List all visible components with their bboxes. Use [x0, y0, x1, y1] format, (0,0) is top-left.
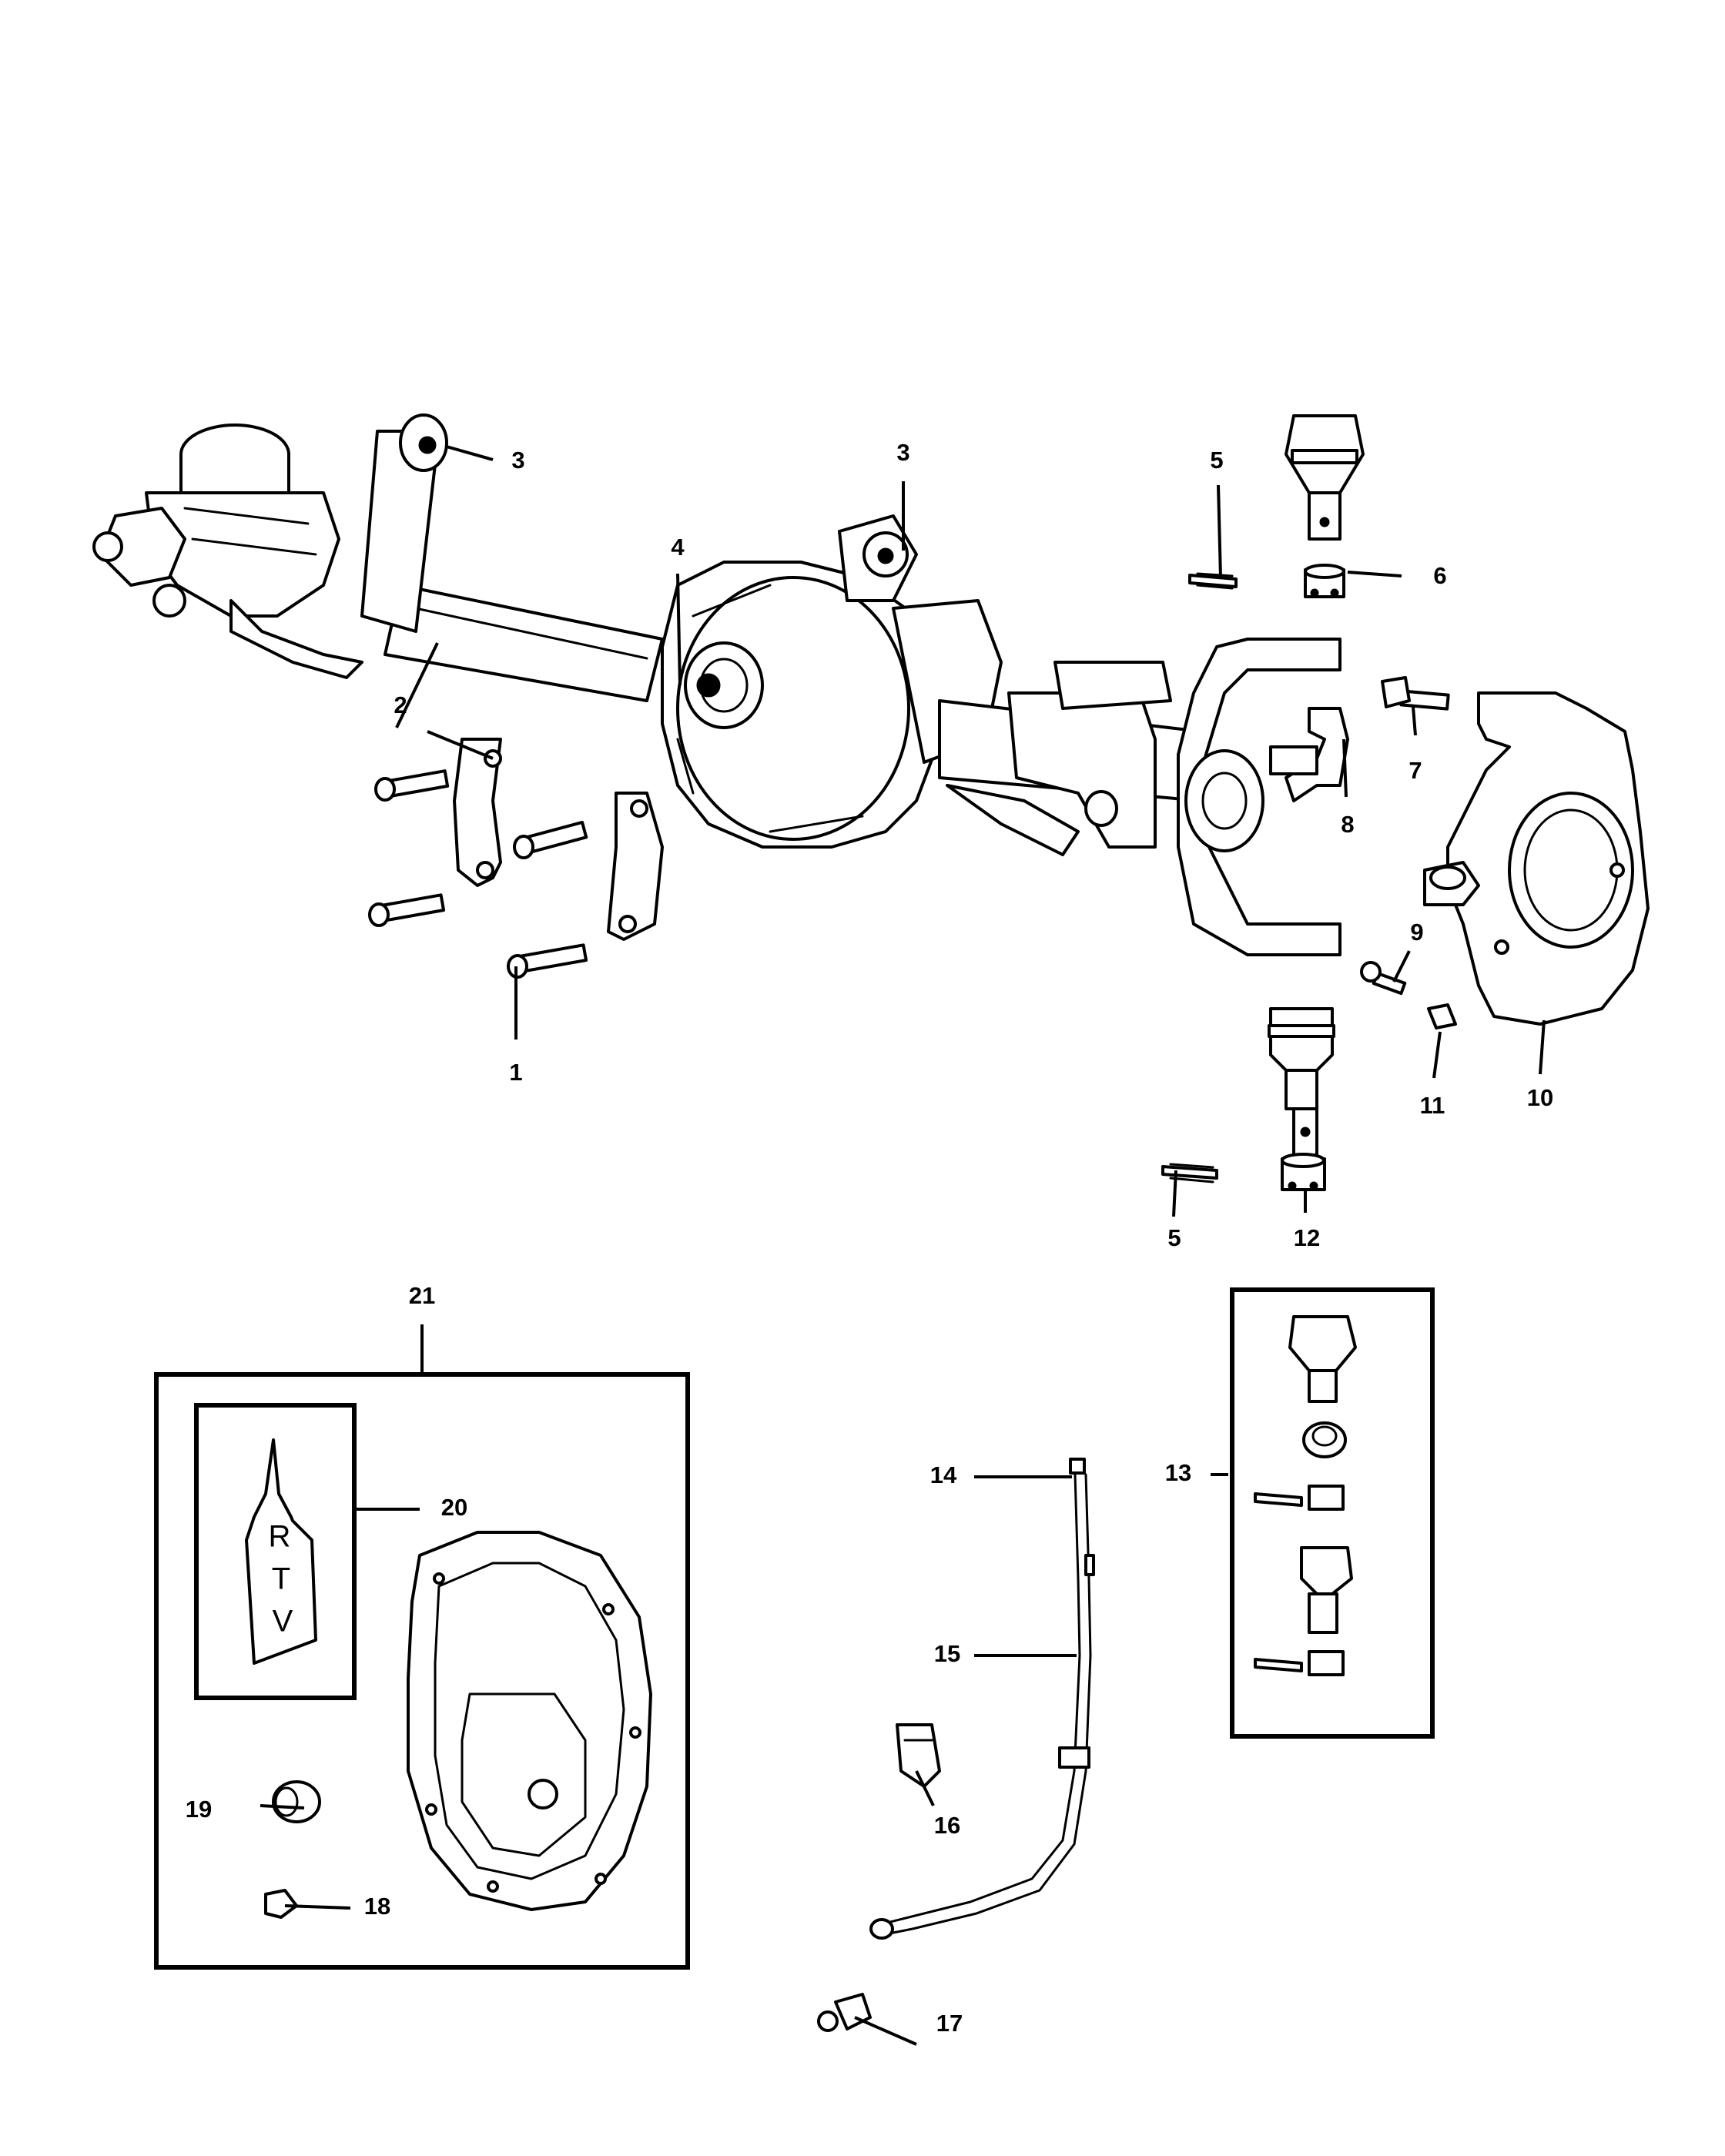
callout-numbers: 1 2 3 3 4 5 5 6 7 8 9 10 11 12 13 14 15 …: [186, 439, 1553, 2037]
small-bolt: [1360, 961, 1407, 996]
rtv-tube-label: R T V: [269, 1520, 293, 1639]
rtv-letter-v: V: [273, 1605, 293, 1639]
callout-14: 14: [930, 1461, 957, 1488]
diff-cover-kit-box: [154, 1372, 690, 1970]
axle-housing: [92, 413, 1341, 956]
lower-ball-joint: [1268, 1007, 1335, 1157]
castle-nut-lower: [1281, 1153, 1326, 1191]
callout-3-track-bar: 3: [511, 447, 524, 474]
cover-bolt: [264, 1889, 298, 1919]
callout-21: 21: [409, 1282, 435, 1309]
callout-5-lower: 5: [1167, 1224, 1181, 1251]
rtv-letter-r: R: [269, 1520, 291, 1554]
ball-joint-kit-box: [1230, 1287, 1435, 1739]
callout-13: 13: [1165, 1459, 1191, 1486]
bearing-cap-bolts: [368, 769, 588, 979]
bearing-caps: [453, 738, 664, 941]
callout-10: 10: [1527, 1084, 1553, 1111]
callout-16: 16: [934, 1812, 960, 1839]
callout-17: 17: [936, 2010, 963, 2037]
callout-9: 9: [1410, 919, 1423, 946]
knuckle-bolt: [1381, 676, 1450, 711]
fill-plug: [272, 1780, 321, 1823]
callout-1: 1: [509, 1059, 522, 1086]
steering-knuckle: [1423, 691, 1650, 1026]
sensor-bracket: [1269, 707, 1349, 802]
retaining-clip: [1427, 1003, 1457, 1029]
callout-12: 12: [1294, 1224, 1320, 1251]
callout-3-differential: 3: [896, 439, 909, 466]
upper-ball-joint: [1285, 414, 1365, 541]
callout-7: 7: [1408, 757, 1422, 784]
callout-8: 8: [1341, 811, 1354, 838]
callout-19: 19: [186, 1796, 212, 1823]
callout-11: 11: [1420, 1092, 1445, 1119]
cotter-pin-lower: [1161, 1163, 1218, 1183]
callout-15: 15: [934, 1640, 960, 1667]
cotter-pin-upper: [1188, 572, 1238, 590]
callout-20: 20: [441, 1494, 467, 1521]
vent-tube: [869, 1458, 1095, 1940]
callout-18: 18: [364, 1893, 390, 1920]
callout-4: 4: [671, 534, 685, 561]
vent-tube-clip: [896, 1723, 941, 1788]
castle-nut-upper: [1304, 564, 1345, 598]
callout-5-upper: 5: [1210, 447, 1223, 474]
rtv-letter-t: T: [272, 1562, 290, 1596]
callout-2: 2: [394, 691, 407, 718]
leader-lines: [260, 445, 1546, 2046]
vent-fitting: [817, 1993, 872, 2032]
callout-6: 6: [1433, 562, 1446, 589]
